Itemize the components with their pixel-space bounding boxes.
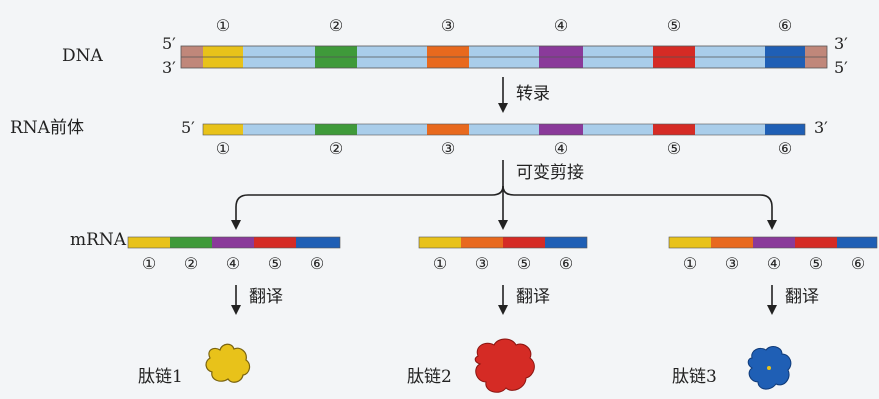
mrna-2-exon-number: ⑥ (558, 254, 574, 273)
mrna-2-exon-number: ③ (474, 254, 490, 273)
mrna-2-exon-number: ⑤ (516, 254, 532, 273)
peptide-1-shape (205, 343, 251, 383)
translation-label-2: 翻译 (516, 287, 550, 307)
translation-label-3: 翻译 (785, 287, 819, 307)
pre-rna-three-prime: 3′ (814, 118, 828, 137)
mrna-3-exon-number: ⑤ (808, 254, 824, 273)
mrna-1-exon-number: ⑤ (267, 254, 283, 273)
mrna-2 (418, 236, 588, 249)
translation-label-1: 翻译 (249, 287, 283, 307)
mrna-1-exon-number: ① (141, 254, 157, 273)
dna-exon-number-3: ③ (440, 16, 456, 35)
mrna-3 (668, 236, 878, 249)
splicing-arrowheads (231, 220, 777, 230)
peptide-2-shape (474, 338, 535, 393)
pre-rna-exon-number-6: ⑥ (777, 139, 793, 158)
dna-five-prime-bottom: 5′ (834, 58, 848, 77)
peptide-1-label: 肽链1 (138, 367, 183, 387)
dna-three-prime-top: 3′ (834, 34, 848, 53)
dna-three-prime-bottom: 3′ (162, 58, 176, 77)
transcription-label: 转录 (516, 84, 550, 104)
pre-rna-exon-number-1: ① (215, 139, 231, 158)
dna-five-prime-top: 5′ (162, 34, 176, 53)
mrna-1-exon-number: ② (183, 254, 199, 273)
dna-label: DNA (62, 46, 103, 66)
transcription-arrow (498, 77, 508, 113)
mrna-3-exon-number: ④ (766, 254, 782, 273)
peptide-2-label: 肽链2 (407, 367, 452, 387)
dna-exon-number-1: ① (215, 16, 231, 35)
mrna-1-exon-number: ④ (225, 254, 241, 273)
pre-rna-five-prime: 5′ (181, 118, 195, 137)
dna-strand (180, 45, 828, 69)
dna-exon-number-6: ⑥ (777, 16, 793, 35)
mrna-label: mRNA (70, 230, 127, 250)
pre-rna-exon-number-4: ④ (553, 139, 569, 158)
dna-exon-number-5: ⑤ (666, 16, 682, 35)
dna-exon-number-4: ④ (553, 16, 569, 35)
pre-rna-strand (202, 123, 806, 136)
pre-rna-exon-number-5: ⑤ (666, 139, 682, 158)
translation-arrowheads (231, 305, 777, 315)
mrna-3-exon-number: ⑥ (850, 254, 866, 273)
splicing-label: 可变剪接 (516, 163, 584, 183)
mrna-2-exon-number: ① (432, 254, 448, 273)
pre-rna-exon-number-3: ③ (440, 139, 456, 158)
mrna-1-exon-number: ⑥ (309, 254, 325, 273)
peptide-3-label: 肽链3 (672, 367, 717, 387)
mrna-3-exon-number: ③ (724, 254, 740, 273)
splicing-arrows (235, 160, 773, 222)
mrna-3-exon-number: ① (682, 254, 698, 273)
mrna-1 (127, 236, 341, 249)
pre-rna-exon-number-2: ② (328, 139, 344, 158)
dna-exon-number-2: ② (328, 16, 344, 35)
translation-arrows (235, 285, 773, 307)
pre-rna-label: RNA前体 (10, 118, 84, 138)
